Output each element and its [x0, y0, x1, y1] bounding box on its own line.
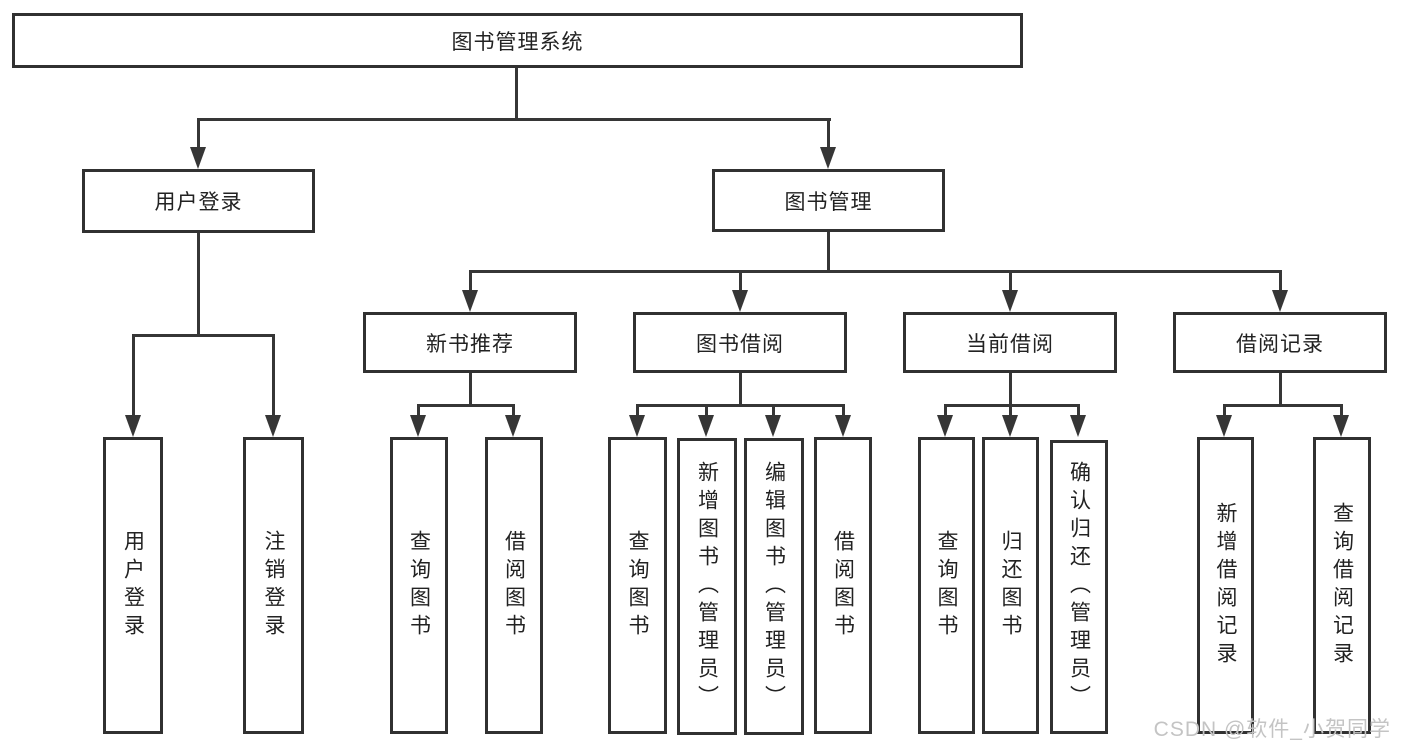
arrowhead-down — [190, 147, 206, 169]
connector-line — [515, 68, 518, 120]
connector-line — [1077, 406, 1080, 416]
connector-line — [469, 373, 472, 406]
arrowhead-down — [698, 415, 714, 437]
arrowhead-down — [1002, 415, 1018, 437]
arrowhead-down — [820, 147, 836, 169]
connector-line — [197, 118, 831, 121]
arrowhead-down — [1002, 290, 1018, 312]
leaf-user-login: 用户登录 — [103, 437, 163, 734]
leaf-query-books-borrowing: 查询图书 — [608, 437, 667, 734]
connector-line — [1223, 406, 1226, 416]
node-user-login: 用户登录 — [82, 169, 315, 233]
leaf-query-books-recommend: 查询图书 — [390, 437, 448, 734]
leaf-borrow-books-recommend: 借阅图书 — [485, 437, 543, 734]
leaf-return-books: 归还图书 — [982, 437, 1039, 734]
connector-line — [512, 406, 515, 416]
arrowhead-down — [1070, 415, 1086, 437]
node-label: 用户登录 — [154, 191, 243, 214]
connector-line — [272, 336, 275, 418]
arrowhead-down — [462, 290, 478, 312]
connector-line — [772, 406, 775, 416]
connector-line — [739, 373, 742, 406]
arrowhead-down — [505, 415, 521, 437]
arrowhead-down — [732, 290, 748, 312]
leaf-query-books-current: 查询图书 — [918, 437, 975, 734]
arrowhead-down — [125, 415, 141, 437]
connector-line — [469, 272, 472, 292]
leaf-add-borrow-record: 新增借阅记录 — [1197, 437, 1254, 734]
connector-line — [944, 404, 1080, 407]
node-book-borrowing: 图书借阅 — [633, 312, 847, 373]
leaf-query-borrow-record: 查询借阅记录 — [1313, 437, 1371, 734]
connector-line — [842, 406, 845, 416]
connector-line — [1009, 373, 1012, 406]
connector-line — [469, 270, 1282, 273]
node-borrowing-records: 借阅记录 — [1173, 312, 1387, 373]
arrowhead-down — [410, 415, 426, 437]
connector-line — [417, 404, 515, 407]
connector-line — [1009, 406, 1012, 416]
node-label: 图书管理 — [784, 190, 873, 214]
connector-line — [739, 272, 742, 292]
node-label: 图书借阅 — [696, 332, 784, 356]
arrowhead-down — [937, 415, 953, 437]
arrowhead-down — [1333, 415, 1349, 437]
connector-line — [1223, 404, 1343, 407]
connector-line — [417, 406, 420, 416]
leaf-edit-books-admin: 编辑图书（管理员） — [744, 438, 804, 735]
node-new-book-recommendation: 新书推荐 — [363, 312, 577, 373]
connector-line — [132, 336, 135, 418]
connector-line — [1279, 373, 1282, 406]
connector-line — [197, 233, 200, 336]
connector-line — [827, 232, 830, 272]
connector-line — [197, 120, 200, 150]
csdn-watermark: CSDN @软件_小贺同学 — [1153, 718, 1391, 741]
node-label: 当前借阅 — [966, 332, 1054, 356]
arrowhead-down — [765, 415, 781, 437]
connector-line — [1279, 272, 1282, 292]
node-book-management: 图书管理 — [712, 169, 945, 232]
leaf-borrow-books: 借阅图书 — [814, 437, 872, 734]
node-root-library-system: 图书管理系统 — [12, 13, 1023, 68]
connector-line — [1340, 406, 1343, 416]
leaf-confirm-return-admin: 确认归还（管理员） — [1050, 440, 1108, 734]
leaf-add-books-admin: 新增图书（管理员） — [677, 438, 737, 735]
connector-line — [1009, 272, 1012, 292]
arrowhead-down — [265, 415, 281, 437]
arrowhead-down — [835, 415, 851, 437]
arrowhead-down — [1216, 415, 1232, 437]
connector-line — [705, 406, 708, 416]
connector-line — [636, 406, 639, 416]
connector-line — [827, 120, 830, 150]
node-label: 新书推荐 — [426, 332, 514, 356]
leaf-logout: 注销登录 — [243, 437, 304, 734]
arrowhead-down — [1272, 290, 1288, 312]
connector-line — [132, 334, 275, 337]
node-label: 图书管理系统 — [451, 30, 584, 54]
node-current-borrowing: 当前借阅 — [903, 312, 1117, 373]
connector-line — [944, 406, 947, 416]
connector-line — [636, 404, 845, 407]
node-label: 借阅记录 — [1236, 332, 1324, 356]
arrowhead-down — [629, 415, 645, 437]
